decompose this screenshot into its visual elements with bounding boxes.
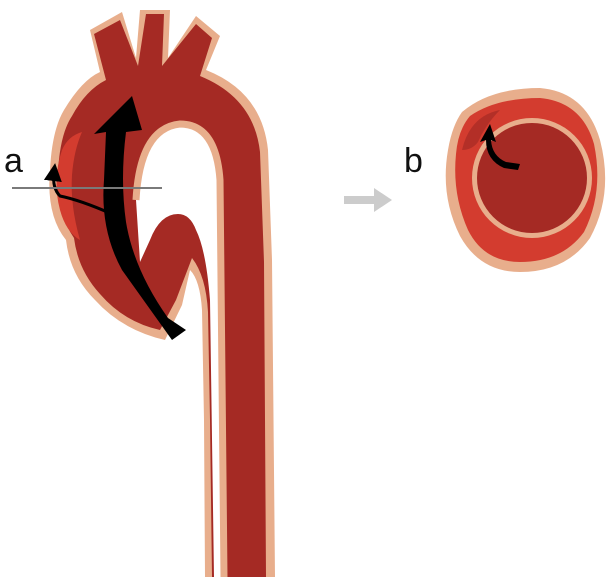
aorta-cross-section [446,88,605,272]
panel-label-a: a [4,142,23,180]
right-arrow-icon [344,188,392,212]
aorta-lumen [58,14,266,577]
aorta-longitudinal-view [12,10,275,577]
panel-label-b: b [404,142,423,180]
